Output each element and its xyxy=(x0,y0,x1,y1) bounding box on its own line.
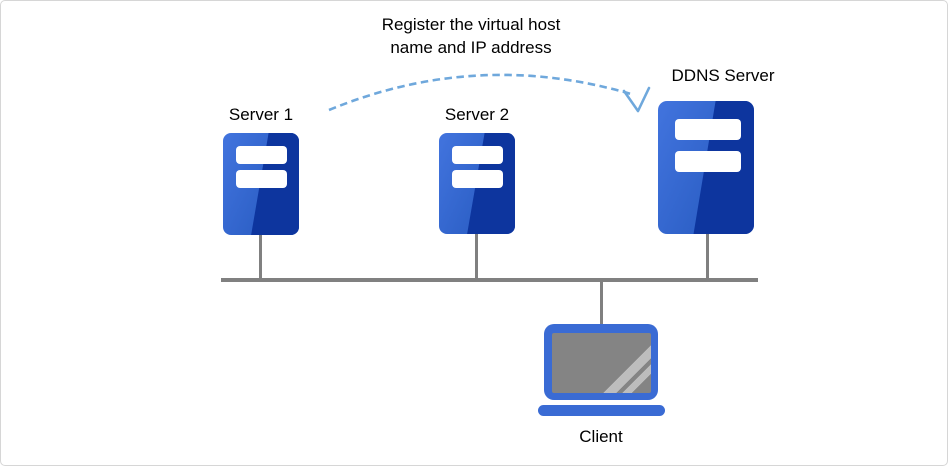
ddns-server-bus-connector xyxy=(706,231,709,278)
server1-icon xyxy=(223,133,299,235)
server-slot-icon xyxy=(236,170,287,188)
client-laptop-icon xyxy=(544,324,658,400)
client-bus-connector xyxy=(600,282,603,325)
server-slot-icon xyxy=(236,146,287,164)
ddns-server-body xyxy=(658,101,754,234)
laptop-screen xyxy=(552,333,651,393)
laptop-base xyxy=(538,405,665,416)
ddns-server-label: DDNS Server xyxy=(671,66,775,85)
server-slot-icon xyxy=(675,119,741,140)
network-bus-line xyxy=(221,278,758,282)
server-slot-icon xyxy=(452,146,503,164)
register-annotation-line1: Register the virtual host xyxy=(381,15,561,34)
ddns-server-icon xyxy=(658,101,754,234)
server1-body xyxy=(223,133,299,235)
server1-bus-connector xyxy=(259,231,262,278)
server1-label: Server 1 xyxy=(228,105,294,124)
server-slot-icon xyxy=(675,151,741,172)
server-slot-icon xyxy=(452,170,503,188)
register-annotation-line2: name and IP address xyxy=(390,38,552,57)
server2-icon xyxy=(439,133,515,234)
register-annotation: Register the virtual host name and IP ad… xyxy=(331,13,611,59)
client-label: Client xyxy=(579,427,623,446)
register-arrowhead-icon xyxy=(622,86,651,113)
server2-body xyxy=(439,133,515,234)
server2-label: Server 2 xyxy=(444,105,510,124)
server2-bus-connector xyxy=(475,231,478,278)
